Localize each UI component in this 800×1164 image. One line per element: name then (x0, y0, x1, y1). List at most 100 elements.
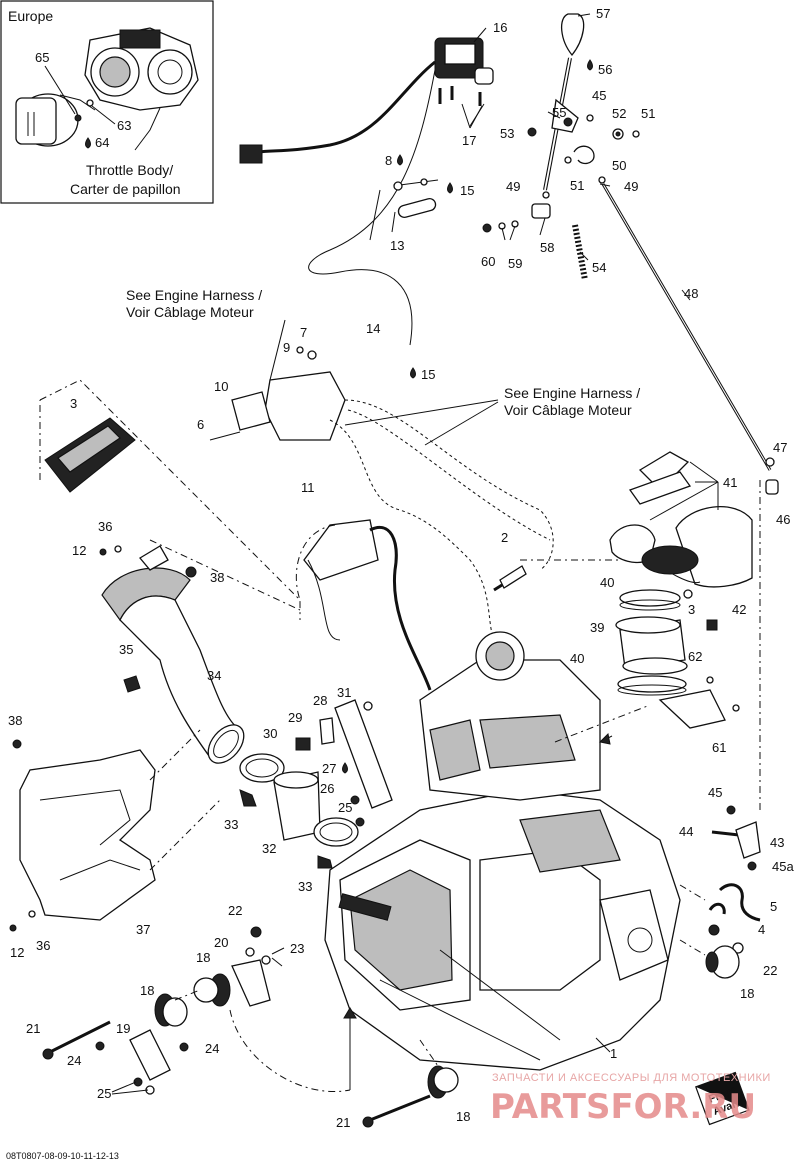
callout-35: 35 (119, 642, 133, 657)
callout-53: 53 (500, 126, 514, 141)
leader-lines (39, 13, 761, 1095)
callout-24b: 24 (205, 1041, 219, 1056)
callout-56: 56 (598, 62, 612, 77)
callout-52: 52 (612, 106, 626, 121)
callout-12a: 12 (72, 543, 86, 558)
callout-37: 37 (136, 922, 150, 937)
callout-59: 59 (508, 256, 522, 271)
callout-44: 44 (679, 824, 693, 839)
callout-28: 28 (313, 693, 327, 708)
callout-46: 46 (776, 512, 790, 527)
callout-47: 47 (773, 440, 787, 455)
callout-4: 4 (758, 922, 765, 937)
watermark-logo: PARTSFOR.RU (490, 1087, 756, 1127)
callout-1: 1 (610, 1046, 617, 1061)
callout-17: 17 (462, 133, 476, 148)
right-small-parts (705, 805, 761, 979)
europe-inset: Europe 65 63 64 Throttle Body/ Carter de… (0, 0, 214, 204)
oil-drop-icon (342, 762, 348, 774)
callout-36b: 36 (36, 938, 50, 953)
callout-43: 43 (770, 835, 784, 850)
callout-10: 10 (214, 379, 228, 394)
callout-25b: 25 (338, 800, 352, 815)
callout-62: 62 (688, 649, 702, 664)
harness-region (39, 346, 554, 691)
callout-5: 5 (770, 899, 777, 914)
callout-6: 6 (197, 417, 204, 432)
callout-8: 8 (385, 153, 392, 168)
callout-42: 42 (732, 602, 746, 617)
engine-block-icon (324, 631, 681, 1071)
callout-18b: 18 (740, 986, 754, 1001)
callout-49b: 49 (624, 179, 638, 194)
callout-54: 54 (592, 260, 606, 275)
callout-33b: 33 (298, 879, 312, 894)
callout-45-top: 45 (592, 88, 606, 103)
inset-callout-65: 65 (35, 50, 49, 65)
callout-45a: 45a (772, 859, 794, 874)
harness-note-right-line2: Voir Câblage Moteur (504, 402, 632, 418)
callout-18a: 18 (196, 950, 210, 965)
air-intake-assembly (609, 451, 753, 729)
callout-31: 31 (337, 685, 351, 700)
callout-32: 32 (262, 841, 276, 856)
callout-15b: 15 (421, 367, 435, 382)
callout-45b: 45 (708, 785, 722, 800)
shift-lever-assembly (482, 13, 779, 495)
callout-18c: 18 (140, 983, 154, 998)
callout-34: 34 (207, 668, 221, 683)
callout-21a: 21 (26, 1021, 40, 1036)
inset-caption-line1: Throttle Body/ (86, 162, 173, 178)
callout-26: 26 (320, 781, 334, 796)
callout-7: 7 (300, 325, 307, 340)
callout-38a: 38 (210, 570, 224, 585)
callout-29: 29 (288, 710, 302, 725)
inset-region-label: Europe (8, 8, 53, 24)
callout-40a: 40 (600, 575, 614, 590)
exhaust-connectors (239, 699, 393, 869)
callout-11: 11 (301, 480, 315, 495)
callout-40b: 40 (570, 651, 584, 666)
front-direction-tag: Front Avant (695, 1071, 750, 1126)
inset-caption-line2: Carter de papillon (70, 181, 181, 197)
callout-49a: 49 (506, 179, 520, 194)
callout-13: 13 (390, 238, 404, 253)
callout-30: 30 (263, 726, 277, 741)
callout-12b: 12 (10, 945, 24, 960)
oil-drop-icons (342, 59, 593, 774)
callout-51a: 51 (641, 106, 655, 121)
callout-55: 55 (552, 105, 566, 120)
callout-18d: 18 (456, 1109, 470, 1124)
harness-note-top-line1: See Engine Harness / (126, 287, 262, 303)
callout-labels: 16 17 57 56 45 55 53 52 51 50 51 49 49 8… (8, 6, 794, 1130)
callout-2: 2 (501, 530, 508, 545)
exhaust-pipe-assembly (9, 545, 245, 932)
callout-27: 27 (322, 761, 336, 776)
oil-drop-icon (85, 137, 91, 149)
callout-36a: 36 (98, 519, 112, 534)
callout-3b: 3 (688, 602, 695, 617)
bottom-mounts (42, 926, 459, 1128)
callout-24a: 24 (67, 1053, 81, 1068)
callout-14: 14 (366, 321, 380, 336)
inset-callout-63: 63 (117, 118, 131, 133)
oil-drop-icon (410, 367, 416, 379)
oil-drop-icon (587, 59, 593, 71)
callout-21b: 21 (336, 1115, 350, 1130)
callout-22b: 22 (763, 963, 777, 978)
oil-drop-icon (397, 154, 403, 166)
callout-60: 60 (481, 254, 495, 269)
oil-drop-icon (447, 182, 453, 194)
callout-33a: 33 (224, 817, 238, 832)
callout-57: 57 (596, 6, 610, 21)
callout-22a: 22 (228, 903, 242, 918)
callout-50: 50 (612, 158, 626, 173)
callout-23: 23 (290, 941, 304, 956)
harness-note-right-line1: See Engine Harness / (504, 385, 640, 401)
callout-3a: 3 (70, 396, 77, 411)
callout-16: 16 (493, 20, 507, 35)
callout-15a: 15 (460, 183, 474, 198)
callout-41: 41 (723, 475, 737, 490)
callout-19: 19 (116, 1021, 130, 1036)
